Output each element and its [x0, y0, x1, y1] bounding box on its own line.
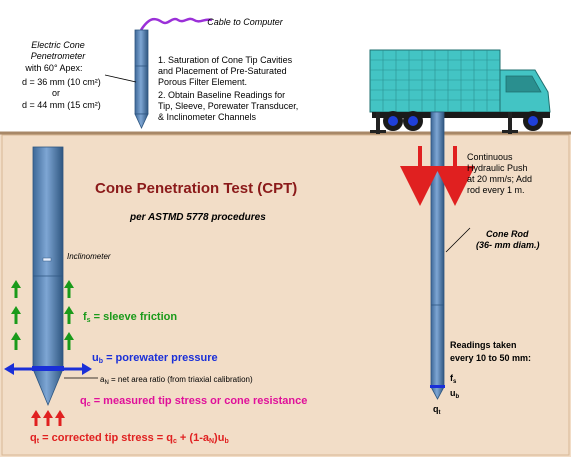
- readings-label: Readings taken every 10 to 50 mm:: [450, 340, 531, 363]
- sleeve-friction-label: fs = sleeve friction: [83, 311, 177, 324]
- area-ratio-label: aN = net area ratio (from triaxial calib…: [100, 375, 253, 386]
- cable-line: [139, 17, 213, 31]
- rod-line-0: Cone Rod: [486, 229, 529, 239]
- porewater-arrow-left-head: [4, 363, 14, 375]
- green-arrow-r1: [64, 280, 74, 298]
- step-line-4: Tip, Sleeve, Porewater Transducer,: [158, 101, 298, 111]
- truck-leg-foot-left: [370, 130, 386, 133]
- small-penetrometer-tip: [134, 113, 149, 129]
- rod-label: Cone Rod (36- mm diam.): [476, 229, 540, 250]
- cone-rod: [430, 111, 445, 388]
- rod-f-label: fs: [450, 373, 457, 385]
- truck-chassis: [372, 112, 550, 118]
- rod-u-label: ub: [450, 388, 460, 400]
- step-line-3: 2. Obtain Baseline Readings for: [158, 90, 285, 100]
- rod-readings-symbols: fs ub qt: [433, 373, 460, 416]
- rod-pointer: [445, 227, 471, 253]
- porewater-label: ub = porewater pressure: [92, 352, 218, 365]
- cable-label: Cable to Computer: [207, 17, 284, 27]
- red-arrow-2: [43, 410, 53, 426]
- penetrometer-line-1: Penetrometer: [31, 51, 87, 61]
- penetrometer-pointer: [104, 74, 137, 83]
- penetrometer-line-0: Electric Cone: [31, 40, 85, 50]
- green-arrow-r3: [64, 332, 74, 350]
- soil-area: [0, 133, 571, 457]
- truck-leg-right: [508, 112, 512, 134]
- step-line-1: and Placement of Pre-Saturated: [158, 66, 287, 76]
- push-label: Continuous Hydraulic Push at 20 mm/s; Ad…: [467, 152, 532, 195]
- push-line-3: rod every 1 m.: [467, 185, 525, 195]
- push-line-1: Hydraulic Push: [467, 163, 528, 173]
- penetrometer-label: Electric Cone Penetrometer with 60° Apex…: [22, 40, 101, 110]
- penetrometer-line-4: or: [52, 88, 60, 98]
- push-line-2: at 20 mm/s; Add: [467, 174, 532, 184]
- step-line-0: 1. Saturation of Cone Tip Cavities: [158, 55, 293, 65]
- readings-line-0: Readings taken: [450, 340, 517, 350]
- page-subtitle: per ASTMD 5778 procedures: [129, 212, 266, 223]
- sleeve-friction-arrows: [11, 280, 74, 350]
- penetrometer-line-5: d = 44 mm (15 cm²): [22, 100, 101, 110]
- red-arrow-3: [55, 410, 65, 426]
- rod-q-label: qt: [433, 404, 441, 416]
- inclinometer-label: Inclinometer: [67, 252, 111, 261]
- truck-grid: [370, 50, 500, 112]
- truck-hub-1: [388, 116, 398, 126]
- truck-leg-foot-right: [502, 130, 518, 133]
- penetrometer-line-3: d = 36 mm (10 cm²): [22, 77, 101, 87]
- porewater-arrow-right-head: [82, 363, 92, 375]
- tip-stress-arrows: [31, 410, 65, 426]
- inclinometer-marker: [42, 257, 52, 262]
- readings-line-1: every 10 to 50 mm:: [450, 353, 531, 363]
- green-arrow-l3: [11, 332, 21, 350]
- step-line-5: & Inclinometer Channels: [158, 112, 257, 122]
- truck-leg-left: [376, 112, 380, 134]
- penetrometer-line-2: with 60° Apex:: [24, 63, 82, 73]
- truck-hub-3: [528, 116, 538, 126]
- step-line-2: Porous Filter Element.: [158, 77, 247, 87]
- green-arrow-r2: [64, 306, 74, 324]
- rod-line-1: (36- mm diam.): [476, 240, 540, 250]
- green-arrow-l1: [11, 280, 21, 298]
- truck-window: [505, 75, 542, 93]
- tip-stress-label: qc = measured tip stress or cone resista…: [80, 395, 307, 408]
- red-arrow-1: [31, 410, 41, 426]
- page-title: Cone Penetration Test (CPT): [95, 180, 297, 197]
- push-line-0: Continuous: [467, 152, 513, 162]
- soil-border: [1, 134, 570, 456]
- corrected-tip-label: qt = corrected tip stress = qc + (1-aN)u…: [30, 432, 229, 445]
- cone-rod-filter: [430, 385, 445, 388]
- truck-hub-2: [408, 116, 418, 126]
- small-penetrometer-body: [134, 29, 149, 115]
- green-arrow-l2: [11, 306, 21, 324]
- steps-text: 1. Saturation of Cone Tip Cavities and P…: [158, 55, 298, 122]
- cpt-truck: [369, 49, 551, 134]
